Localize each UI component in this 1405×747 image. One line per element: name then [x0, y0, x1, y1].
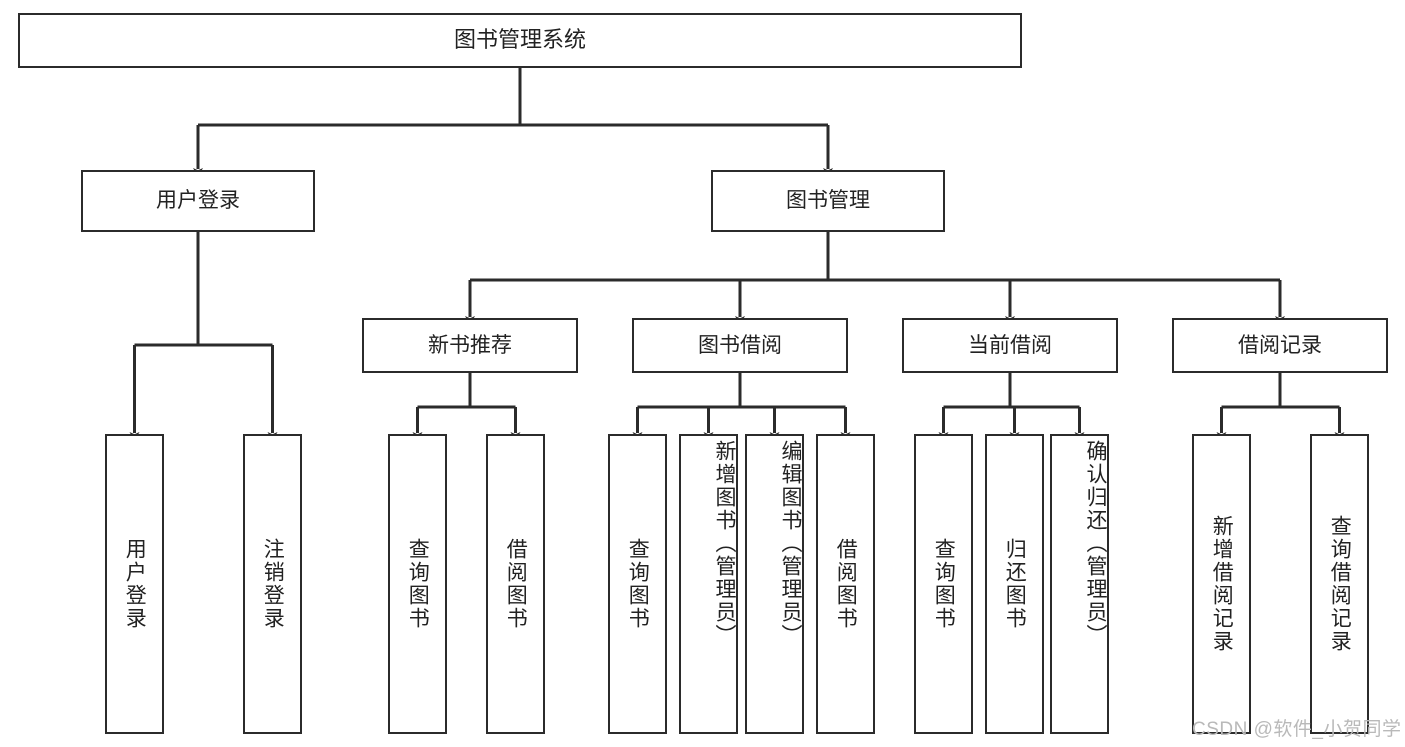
node-leaf-edit-book: 编辑图书（管理员）	[745, 434, 804, 734]
node-new-book-recommend: 新书推荐	[362, 318, 578, 373]
node-leaf-query-book-2: 查询图书	[608, 434, 667, 734]
node-label: 新增图书（管理员）	[713, 440, 736, 647]
node-label: 归还图书	[1003, 538, 1027, 630]
node-label: 借阅记录	[1238, 333, 1322, 357]
node-leaf-borrow-book-1: 借阅图书	[486, 434, 545, 734]
node-label: 注销登录	[261, 538, 285, 630]
node-label: 用户登录	[156, 189, 240, 213]
node-label: 新增借阅记录	[1210, 515, 1234, 653]
node-label: 借阅图书	[504, 538, 528, 630]
node-label: 查询图书	[406, 538, 430, 630]
node-label: 查询图书	[932, 538, 956, 630]
node-label: 查询图书	[626, 538, 650, 630]
node-leaf-return-book: 归还图书	[985, 434, 1044, 734]
node-label: 借阅图书	[834, 538, 858, 630]
node-leaf-borrow-book-2: 借阅图书	[816, 434, 875, 734]
node-leaf-confirm-return: 确认归还（管理员）	[1050, 434, 1109, 734]
node-root: 图书管理系统	[18, 13, 1022, 68]
node-leaf-add-book: 新增图书（管理员）	[679, 434, 738, 734]
node-current-borrow: 当前借阅	[902, 318, 1118, 373]
node-label: 图书管理	[786, 189, 870, 213]
node-leaf-query-book-3: 查询图书	[914, 434, 973, 734]
node-borrow-record: 借阅记录	[1172, 318, 1388, 373]
node-label: 图书管理系统	[453, 27, 586, 53]
node-book-borrow: 图书借阅	[632, 318, 848, 373]
node-user-login: 用户登录	[81, 170, 315, 232]
node-leaf-query-book-1: 查询图书	[388, 434, 447, 734]
node-book-manage: 图书管理	[711, 170, 945, 232]
node-label: 当前借阅	[968, 333, 1052, 357]
node-label: 新书推荐	[428, 333, 512, 357]
node-label: 确认归还（管理员）	[1084, 440, 1107, 647]
node-label: 查询借阅记录	[1328, 515, 1352, 653]
node-label: 用户登录	[123, 538, 147, 630]
node-leaf-add-record: 新增借阅记录	[1192, 434, 1251, 734]
node-leaf-logout: 注销登录	[243, 434, 302, 734]
node-leaf-query-record: 查询借阅记录	[1310, 434, 1369, 734]
node-label: 编辑图书（管理员）	[779, 440, 802, 647]
node-leaf-user-login: 用户登录	[105, 434, 164, 734]
node-label: 图书借阅	[698, 333, 782, 357]
